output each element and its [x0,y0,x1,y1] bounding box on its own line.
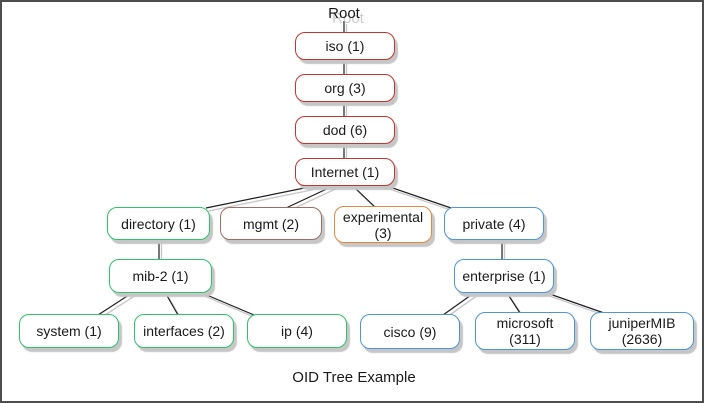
node-mib2: mib-2 (1) [109,259,212,293]
node-iso: iso (1) [295,32,395,60]
root-label: Root [328,5,360,22]
node-cisco: cisco (9) [360,314,460,349]
node-org: org (3) [295,74,395,102]
diagram-caption: OID Tree Example [292,369,416,386]
root-label-shadow: Root [332,10,364,27]
node-private: private (4) [444,207,544,240]
node-junipermib: juniperMIB (2636) [590,312,694,350]
node-dod: dod (6) [295,116,395,144]
node-experimental: experimental (3) [334,206,432,243]
node-system: system (1) [19,314,119,348]
node-ip: ip (4) [247,314,347,348]
node-microsoft: microsoft (311) [475,312,575,350]
node-interfaces: interfaces (2) [134,314,234,348]
node-enterprise: enterprise (1) [454,259,554,293]
node-mgmt: mgmt (2) [220,207,322,240]
node-directory: directory (1) [107,207,210,240]
node-internet: Internet (1) [295,158,395,186]
